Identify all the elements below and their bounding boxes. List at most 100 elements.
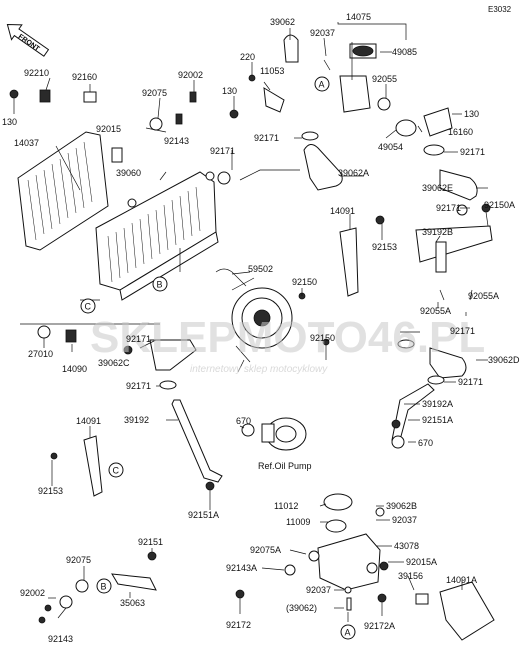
part-label: 220 — [240, 52, 255, 62]
part-label: 14075 — [346, 12, 371, 22]
part-label: 14091A — [446, 575, 477, 585]
part-label: 14037 — [14, 138, 39, 148]
callout-c-left: C — [108, 462, 124, 478]
part-label: 130 — [464, 109, 479, 119]
part-label: 92151 — [138, 537, 163, 547]
part-label: 670 — [418, 438, 433, 448]
part-label: 49054 — [378, 142, 403, 152]
part-label: 39062E — [422, 183, 453, 193]
part-label: 92143A — [226, 563, 257, 573]
part-label: 11012 — [274, 501, 298, 511]
part-label: 92015 — [96, 124, 121, 134]
part-label: 39062D — [488, 355, 520, 365]
part-label: 92037 — [306, 585, 331, 595]
part-label: 11009 — [286, 517, 310, 527]
part-label: 92150A — [484, 200, 515, 210]
oil-pump-ref-label: Ref.Oil Pump — [258, 461, 312, 471]
part-label: 92171 — [436, 203, 461, 213]
part-label: 92055A — [420, 306, 451, 316]
part-label: 14091 — [330, 206, 355, 216]
leader-lines — [13, 22, 489, 622]
part-label: 92171 — [254, 133, 279, 143]
part-label: 92160 — [72, 72, 97, 82]
svg-text:B: B — [157, 280, 163, 290]
part-labels: 39062 92037 14075 49085 220 11053 92210 … — [2, 12, 520, 644]
part-label: 92153 — [38, 486, 63, 496]
part-label: (39062) — [286, 603, 317, 613]
svg-text:B: B — [101, 582, 107, 592]
part-label: 92143 — [48, 634, 73, 644]
part-label: 92015A — [406, 557, 437, 567]
brackets — [83, 225, 495, 641]
part-label: 92055A — [468, 291, 499, 301]
part-label: 92002 — [178, 70, 203, 80]
front-arrow: FRONT — [6, 24, 50, 57]
watermark-sub: internetowy sklep motocyklowy — [190, 364, 328, 375]
watermark-main: SKLEPMOTO46.PL — [90, 313, 485, 362]
part-label: 39062 — [270, 17, 295, 27]
callout-a-top: A — [314, 76, 330, 92]
part-label: 39156 — [398, 571, 423, 581]
part-label: 92151A — [188, 510, 219, 520]
callout-b-bottom: B — [96, 578, 112, 594]
callout-c-mid: C — [80, 298, 96, 314]
part-label: 39060 — [116, 168, 141, 178]
part-label: 92171 — [126, 334, 151, 344]
part-label: 92150 — [292, 277, 317, 287]
callout-b-mid: B — [152, 276, 168, 292]
part-label: 92210 — [24, 68, 49, 78]
part-label: 92171 — [450, 326, 475, 336]
svg-text:C: C — [113, 466, 120, 476]
part-label: 39062B — [386, 501, 417, 511]
part-label: 27010 — [28, 349, 53, 359]
part-label: 92171 — [126, 381, 151, 391]
part-label: 39062A — [338, 168, 369, 178]
part-label: 92055 — [372, 74, 397, 84]
part-label: 92171 — [210, 146, 235, 156]
part-label: 39192A — [422, 399, 453, 409]
part-label: 92143 — [164, 136, 189, 146]
part-label: 92172 — [226, 620, 251, 630]
reserve-tank — [317, 493, 381, 591]
part-label: 92171 — [460, 147, 485, 157]
part-label: 35063 — [120, 598, 145, 608]
part-label: 49085 — [392, 47, 417, 57]
radiator-screen — [17, 131, 109, 251]
radiator-fan — [215, 268, 293, 373]
part-label: 92075 — [66, 555, 91, 565]
part-label: 92075 — [142, 88, 167, 98]
part-label: 130 — [2, 117, 17, 127]
part-label: 16160 — [448, 127, 473, 137]
part-label: 59502 — [248, 264, 273, 274]
part-label: 43078 — [394, 541, 419, 551]
callout-a-bottom: A — [340, 624, 356, 640]
part-label: 39192 — [124, 415, 149, 425]
callouts: A B C C B A — [80, 76, 356, 640]
diagram-code: E3032 — [488, 5, 512, 14]
part-label: 39192B — [422, 227, 453, 237]
part-label: 92037 — [392, 515, 417, 525]
radiator-core — [95, 147, 219, 301]
part-label: 92171 — [458, 377, 483, 387]
part-label: 92153 — [372, 242, 397, 252]
part-label: 92172A — [364, 621, 395, 631]
hoses — [149, 34, 478, 483]
part-label: 39062C — [98, 358, 130, 368]
part-label: 670 — [236, 416, 251, 426]
svg-text:A: A — [345, 628, 351, 638]
part-label: 92002 — [20, 588, 45, 598]
watermark: SKLEPMOTO46.PL internetowy sklep motocyk… — [90, 313, 485, 375]
part-label: 92150 — [310, 333, 335, 343]
part-label: 14090 — [62, 364, 87, 374]
part-label: 92075A — [250, 545, 281, 555]
part-label: 92151A — [422, 415, 453, 425]
radiator-cap-fitting — [339, 43, 453, 156]
svg-text:C: C — [85, 302, 92, 312]
part-label: 130 — [222, 86, 237, 96]
oil-pump — [261, 417, 307, 451]
part-label: 11053 — [260, 66, 284, 76]
part-label: 92037 — [310, 28, 335, 38]
part-label: 14091 — [76, 416, 101, 426]
svg-text:A: A — [319, 80, 325, 90]
